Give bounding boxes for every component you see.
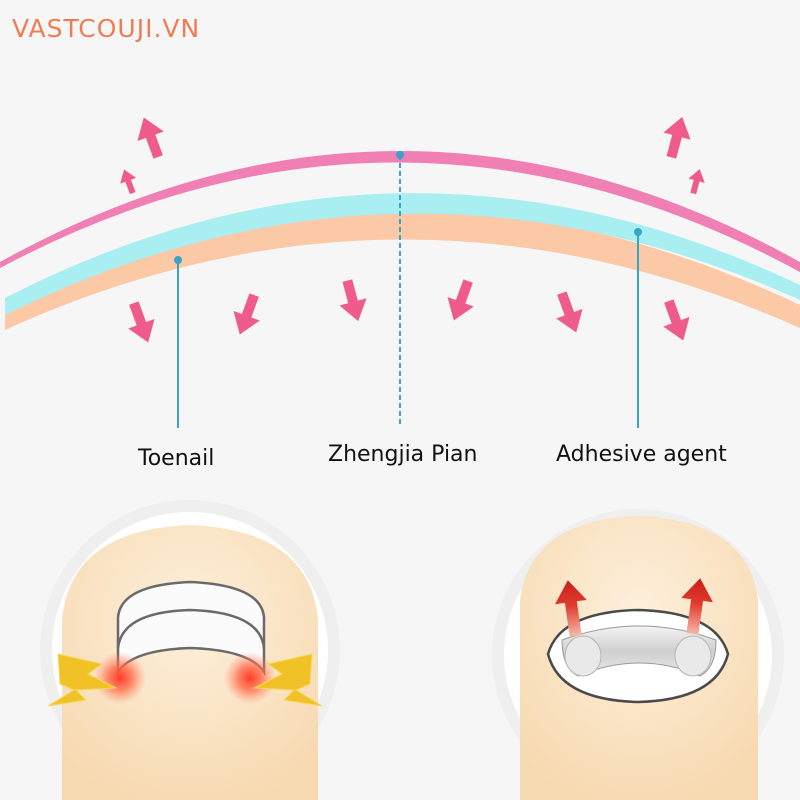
up-arrow-icon <box>120 169 137 195</box>
toenail-layer <box>5 208 800 330</box>
lift-arrow-icon <box>681 578 713 635</box>
zhengjia-pian-label: Zhengjia Pian <box>328 442 478 467</box>
pain-glow-right <box>224 652 276 704</box>
down-arrow-icon <box>128 301 155 343</box>
ingrown-toenail-illustration <box>40 500 340 800</box>
nail-corrector-illustration <box>492 509 784 800</box>
down-arrow-icon <box>233 293 260 335</box>
adhesive-agent-label: Adhesive agent <box>556 442 727 467</box>
up-arrow-icon <box>688 169 705 195</box>
up-arrow-icon <box>137 117 164 159</box>
down-arrow-icon <box>339 279 367 322</box>
zhengjia-pian-layer <box>0 151 800 272</box>
lift-arrow-icon <box>555 580 587 637</box>
down-arrow-icon <box>556 291 583 333</box>
watermark: VASTCOUJI.VN <box>12 14 201 43</box>
pain-glow-left <box>94 652 146 704</box>
adhesive-agent-pointer <box>634 228 642 428</box>
down-arrow-icon <box>663 299 690 341</box>
toenail-pointer <box>174 256 182 428</box>
toenail-label: Toenail <box>138 446 215 471</box>
zhengjia-pian-pointer <box>396 151 404 424</box>
adhesive-layer <box>5 193 800 315</box>
lightning-icon <box>47 653 118 707</box>
lightning-icon <box>252 653 323 707</box>
down-arrow-icon <box>447 279 474 321</box>
up-arrow-icon <box>663 116 691 159</box>
